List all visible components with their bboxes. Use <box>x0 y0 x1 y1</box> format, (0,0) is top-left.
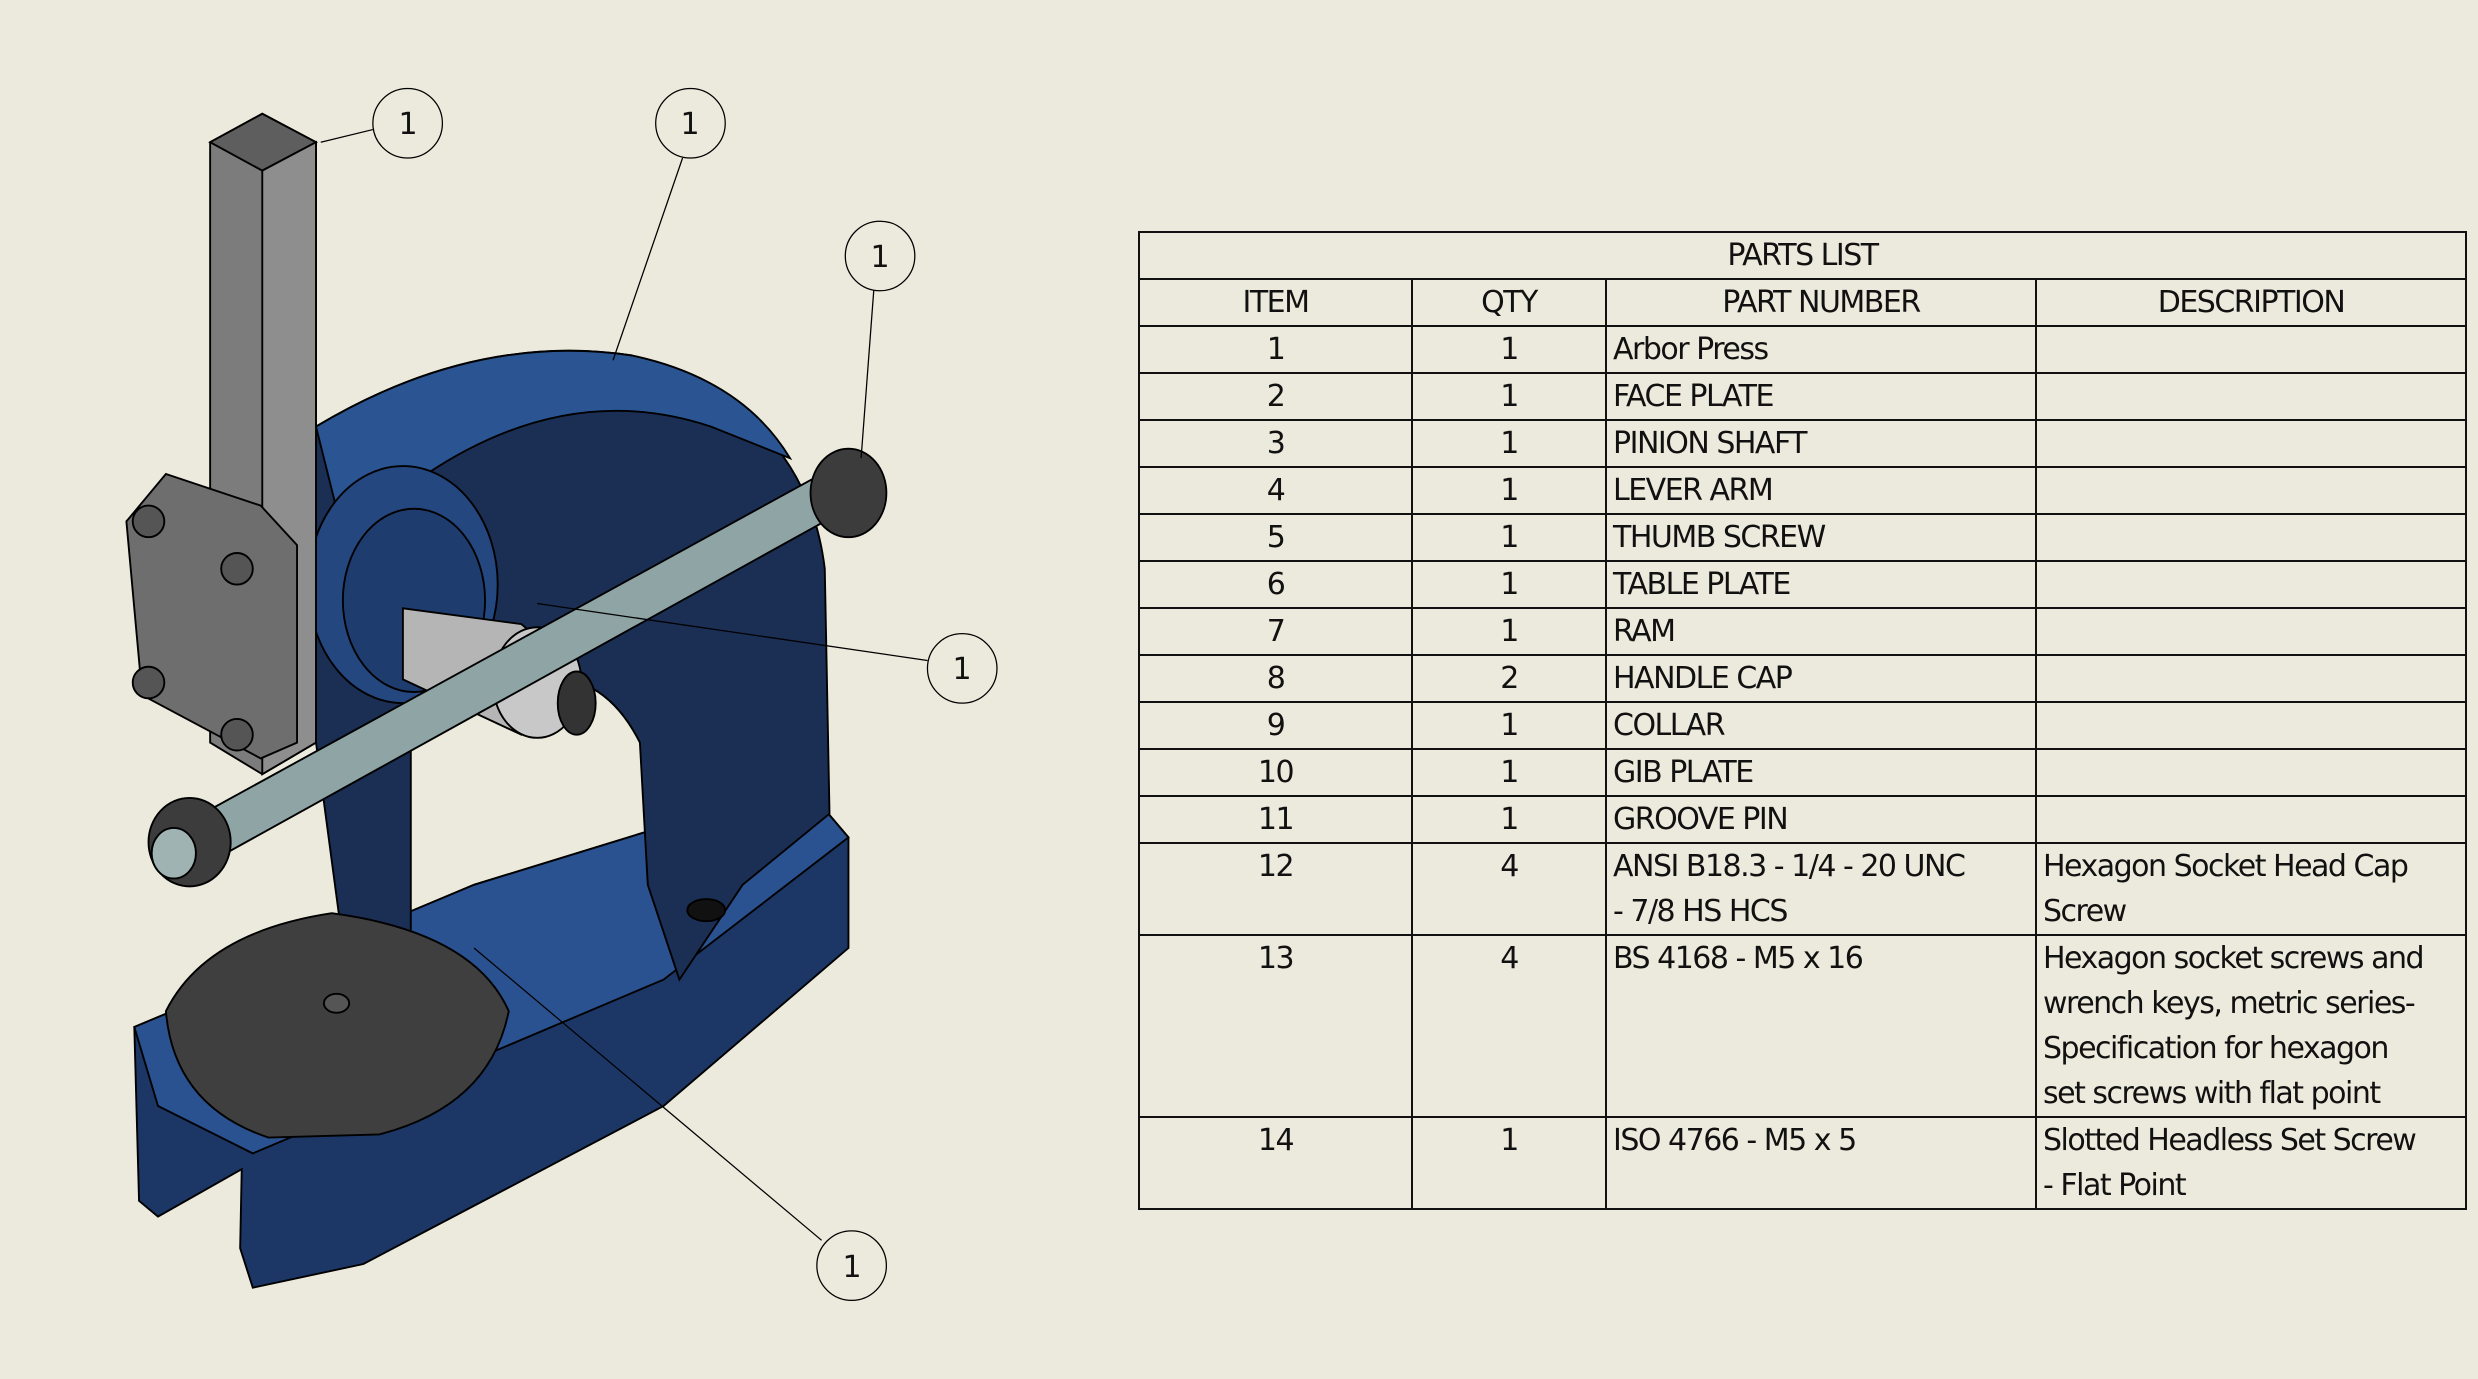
header-part-number: PART NUMBER <box>1605 278 2037 327</box>
cell-description: Hexagon socket screws and wrench keys, m… <box>2034 934 2468 1118</box>
cell-qty: 4 <box>1411 934 1607 1118</box>
cell-description <box>2034 325 2468 374</box>
balloon-label: 1 <box>952 652 971 687</box>
cell-part-number: HANDLE CAP <box>1605 654 2037 703</box>
balloon-2 <box>655 87 726 159</box>
cell-description <box>2034 466 2468 515</box>
cell-description <box>2034 419 2468 468</box>
cell-description: Slotted Headless Set Screw - Flat Point <box>2034 1116 2468 1210</box>
balloon-label: 1 <box>842 1250 861 1285</box>
cell-item: 2 <box>1138 372 1413 421</box>
cell-qty: 1 <box>1411 701 1607 750</box>
balloon-4 <box>926 632 998 704</box>
cell-part-number: ANSI B18.3 - 1/4 - 20 UNC - 7/8 HS HCS <box>1605 842 2037 936</box>
cell-qty: 1 <box>1411 372 1607 421</box>
cell-part-number: LEVER ARM <box>1605 466 2037 515</box>
balloon-label: 1 <box>680 107 699 142</box>
balloon-3 <box>844 220 916 292</box>
cell-item: 3 <box>1138 419 1413 468</box>
cell-description <box>2034 513 2468 562</box>
cell-item: 11 <box>1138 795 1413 844</box>
balloon-1 <box>372 87 444 159</box>
header-description: DESCRIPTION <box>2034 278 2468 327</box>
cell-part-number: FACE PLATE <box>1605 372 2037 421</box>
cell-qty: 1 <box>1411 1116 1607 1210</box>
cell-item: 14 <box>1138 1116 1413 1210</box>
cell-qty: 1 <box>1411 560 1607 609</box>
cell-description <box>2034 560 2468 609</box>
cell-item: 6 <box>1138 560 1413 609</box>
cell-item: 8 <box>1138 654 1413 703</box>
table-plate <box>164 912 510 1139</box>
cell-description <box>2034 795 2468 844</box>
parts-list-table: PARTS LIST ITEM QTY PART NUMBER DESCRIPT… <box>1137 231 2468 1210</box>
cell-qty: 1 <box>1411 607 1607 656</box>
balloon-label: 1 <box>398 107 417 142</box>
cell-qty: 4 <box>1411 842 1607 936</box>
cell-item: 1 <box>1138 325 1413 374</box>
cell-description <box>2034 372 2468 421</box>
cell-description <box>2034 748 2468 797</box>
cell-qty: 1 <box>1411 513 1607 562</box>
cell-item: 10 <box>1138 748 1413 797</box>
cell-qty: 2 <box>1411 654 1607 703</box>
cell-part-number: PINION SHAFT <box>1605 419 2037 468</box>
cell-part-number: GIB PLATE <box>1605 748 2037 797</box>
cell-qty: 1 <box>1411 748 1607 797</box>
cell-item: 4 <box>1138 466 1413 515</box>
cell-qty: 1 <box>1411 795 1607 844</box>
cell-qty: 1 <box>1411 466 1607 515</box>
cell-part-number: Arbor Press <box>1605 325 2037 374</box>
cell-part-number: GROOVE PIN <box>1605 795 2037 844</box>
balloon-5 <box>816 1230 888 1301</box>
cell-item: 9 <box>1138 701 1413 750</box>
cell-description <box>2034 654 2468 703</box>
cell-description <box>2034 701 2468 750</box>
header-qty: QTY <box>1411 278 1607 327</box>
header-item: ITEM <box>1138 278 1413 327</box>
cell-part-number: RAM <box>1605 607 2037 656</box>
cell-part-number: COLLAR <box>1605 701 2037 750</box>
gib-plate <box>125 472 298 760</box>
cell-part-number: BS 4168 - M5 x 16 <box>1605 934 2037 1118</box>
balloon-label: 1 <box>870 240 889 275</box>
cell-part-number: TABLE PLATE <box>1605 560 2037 609</box>
cell-item: 12 <box>1138 842 1413 936</box>
cell-qty: 1 <box>1411 325 1607 374</box>
cell-part-number: ISO 4766 - M5 x 5 <box>1605 1116 2037 1210</box>
cell-item: 5 <box>1138 513 1413 562</box>
cell-part-number: THUMB SCREW <box>1605 513 2037 562</box>
parts-list-title: PARTS LIST <box>1137 231 2468 280</box>
cell-description: Hexagon Socket Head Cap Screw <box>2034 842 2468 936</box>
cell-item: 7 <box>1138 607 1413 656</box>
cell-item: 13 <box>1138 934 1413 1118</box>
cell-description <box>2034 607 2468 656</box>
cell-qty: 1 <box>1411 419 1607 468</box>
